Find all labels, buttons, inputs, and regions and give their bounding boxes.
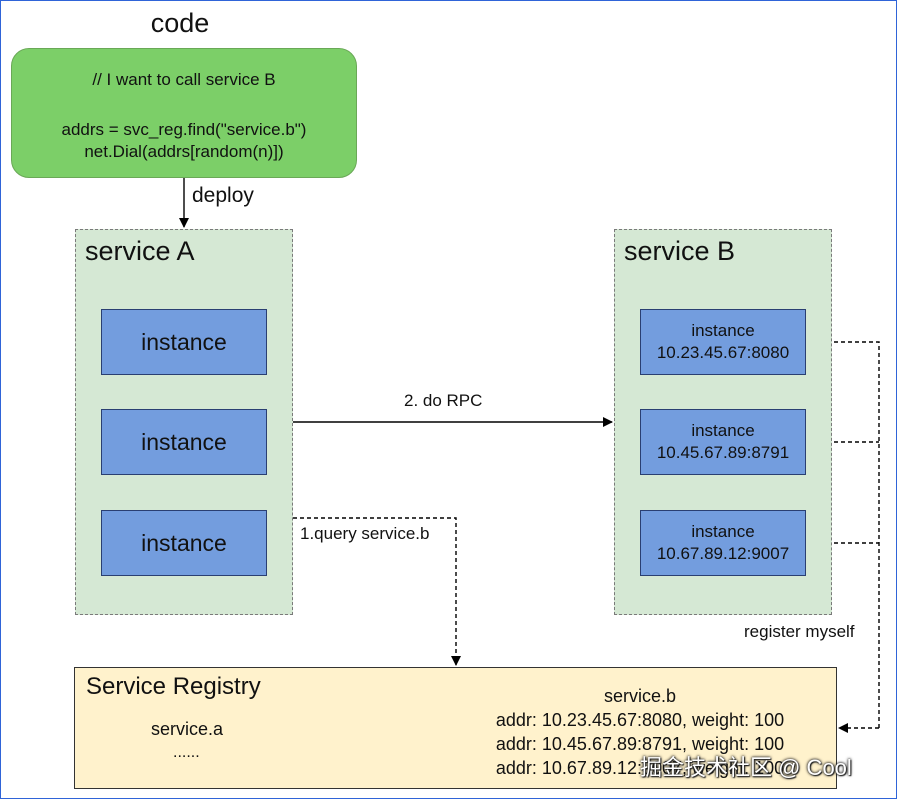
service-a-instance: instance <box>101 409 267 475</box>
registry-service-b-name: service.b <box>603 686 677 706</box>
deploy-label: deploy <box>192 184 254 207</box>
instance-label: instance <box>141 328 227 355</box>
service-a-title: service A <box>85 236 195 266</box>
watermark: 掘金技术社区 @ Cool <box>640 755 852 780</box>
instance-label: instance <box>141 529 227 556</box>
service-b-group: service B instance 10.23.45.67:8080 inst… <box>614 229 832 615</box>
registry-entry: addr: 10.23.45.67:8080, weight: 100 <box>495 710 785 730</box>
rpc-label: 2. do RPC <box>404 391 483 410</box>
registry-title: Service Registry <box>86 673 261 700</box>
service-b-instance: instance 10.45.67.89:8791 <box>640 409 806 475</box>
code-title: code <box>150 8 210 38</box>
instance-label: instance <box>691 321 755 340</box>
service-b-title: service B <box>624 236 736 266</box>
register-label: register myself <box>744 622 855 641</box>
registry-entry: addr: 10.67.89.12:9007, weight: 100 <box>495 758 785 778</box>
instance-label: instance <box>691 522 755 541</box>
code-block: // I want to call service B addrs = svc_… <box>11 48 357 178</box>
code-comment: // I want to call service B <box>92 70 276 89</box>
code-line-find: addrs = svc_reg.find("service.b") <box>61 120 307 139</box>
registry-entry: addr: 10.45.67.89:8791, weight: 100 <box>495 734 785 754</box>
service-a-instance: instance <box>101 309 267 375</box>
code-line-dial: net.Dial(addrs[random(n)]) <box>84 142 284 161</box>
instance-label: instance <box>691 421 755 440</box>
registry-service-a: service.a <box>151 719 224 739</box>
registry-service-b: service.b addr: 10.23.45.67:8080, weight… <box>480 684 800 780</box>
service-b-instance: instance 10.67.89.12:9007 <box>640 510 806 576</box>
query-arrow <box>293 517 461 666</box>
instance-address: 10.23.45.67:8080 <box>656 343 790 362</box>
registry-ellipsis: ...... <box>173 744 200 761</box>
service-registry: Service Registry service.a ...... servic… <box>74 667 837 789</box>
service-b-instance: instance 10.23.45.67:8080 <box>640 309 806 375</box>
instance-address: 10.45.67.89:8791 <box>656 443 790 462</box>
service-a-group: service A instance instance instance <box>75 229 293 615</box>
query-label: 1.query service.b <box>300 524 430 543</box>
instance-address: 10.67.89.12:9007 <box>656 544 790 563</box>
service-a-instance: instance <box>101 510 267 576</box>
instance-label: instance <box>141 428 227 455</box>
